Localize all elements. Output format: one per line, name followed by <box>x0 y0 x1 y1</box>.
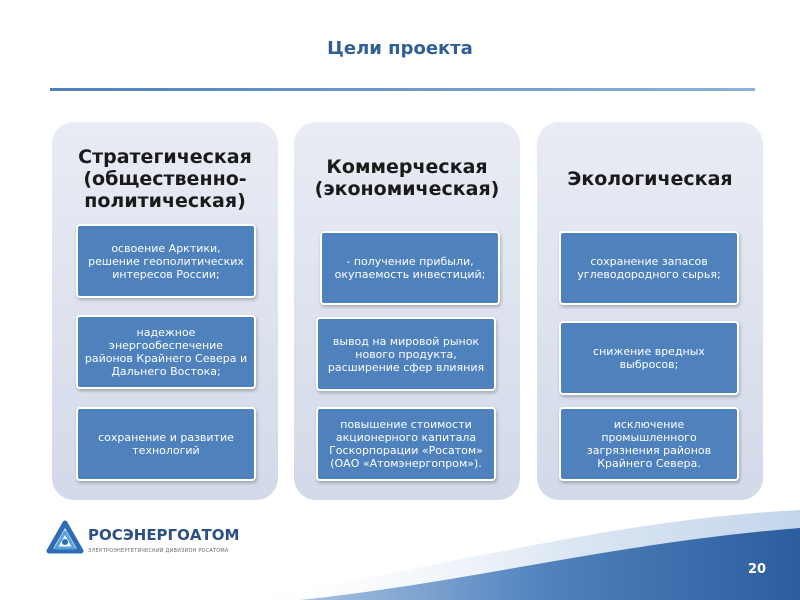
page-number: 20 <box>747 562 767 577</box>
column-heading-line: Экологическая <box>567 168 733 190</box>
goal-box: исключение промышленного загрязнения рай… <box>559 407 739 481</box>
column-heading: Экологическая <box>537 168 763 190</box>
column-commercial: Коммерческая (экономическая) - получение… <box>294 122 520 500</box>
slide-title: Цели проекта <box>327 38 473 59</box>
goal-box: сохранение и развитие технологий <box>76 407 256 481</box>
column-strategic: Стратегическая (общественно- политическа… <box>52 122 278 500</box>
logo-subtitle: ЭЛЕКТРОЭНЕРГЕТИЧЕСКИЙ ДИВИЗИОН РОСАТОМА <box>88 548 229 554</box>
goal-box: освоение Арктики, решение геополитически… <box>76 224 256 298</box>
goal-box: вывод на мировой рынок нового продукта, … <box>316 317 496 391</box>
logo-name: РОСЭНЕРГОАТОМ <box>88 526 240 544</box>
title-divider <box>50 88 755 91</box>
atom-logo-icon <box>46 520 84 554</box>
footer-wave <box>230 510 800 600</box>
column-heading: Стратегическая (общественно- политическа… <box>52 146 278 212</box>
goal-box: снижение вредных выбросов; <box>559 321 739 395</box>
column-heading-line: (общественно- <box>83 168 247 190</box>
goal-box: надежное энергообеспечение районов Крайн… <box>76 315 256 389</box>
column-heading-line: Коммерческая <box>326 156 488 178</box>
goal-box: повышение стоимости акционерного капитал… <box>316 407 496 481</box>
column-heading-line: (экономическая) <box>314 178 500 200</box>
column-heading: Коммерческая (экономическая) <box>294 156 520 200</box>
column-ecological: Экологическая сохранение запасов углевод… <box>537 122 763 500</box>
goal-box: сохранение запасов углеводородного сырья… <box>559 231 739 305</box>
column-heading-line: политическая) <box>84 190 246 212</box>
column-heading-line: Стратегическая <box>78 146 252 168</box>
company-logo: РОСЭНЕРГОАТОМ ЭЛЕКТРОЭНЕРГЕТИЧЕСКИЙ ДИВИ… <box>46 520 306 560</box>
goal-box: - получение прибыли, окупаемость инвести… <box>320 231 500 305</box>
